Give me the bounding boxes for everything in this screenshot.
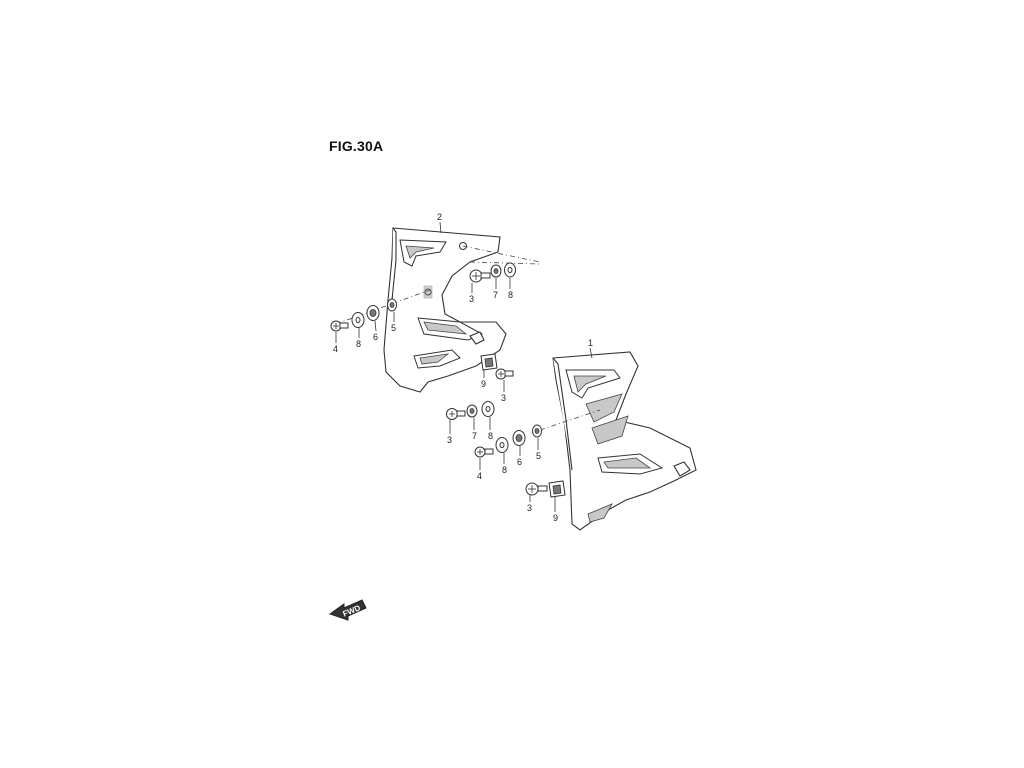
callout-part-3: 3 bbox=[447, 435, 452, 445]
callout-part-7: 7 bbox=[472, 431, 477, 441]
callout-part-9: 9 bbox=[553, 513, 558, 523]
fwd-label: FWD bbox=[341, 603, 361, 618]
callout-part-8: 8 bbox=[356, 339, 361, 349]
callout-part-2: 2 bbox=[437, 212, 442, 222]
callout-part-1: 1 bbox=[588, 338, 593, 348]
hardware-bottom bbox=[525, 480, 566, 498]
hardware-left bbox=[330, 298, 397, 332]
part-1-shroud bbox=[552, 351, 697, 531]
figure-title: FIG.30A bbox=[329, 138, 384, 154]
fwd-arrow-icon: FWD bbox=[328, 599, 367, 621]
callout-part-8: 8 bbox=[508, 290, 513, 300]
callout-part-6: 6 bbox=[373, 332, 378, 342]
hardware-upper-right bbox=[469, 262, 516, 283]
callout-part-4: 4 bbox=[477, 471, 482, 481]
callout-part-7: 7 bbox=[493, 290, 498, 300]
callout-part-8: 8 bbox=[502, 465, 507, 475]
callout-part-5: 5 bbox=[536, 451, 541, 461]
callout-part-3: 3 bbox=[469, 294, 474, 304]
callout-part-4: 4 bbox=[333, 344, 338, 354]
callout-part-3: 3 bbox=[501, 393, 506, 403]
callout-part-3: 3 bbox=[527, 503, 532, 513]
hardware-lower bbox=[474, 424, 542, 458]
callout-part-8: 8 bbox=[488, 431, 493, 441]
callout-part-9: 9 bbox=[481, 379, 486, 389]
leader-lines bbox=[335, 221, 593, 512]
callout-labels: 1 2 3 7 8 4 8 6 5 9 3 3 7 8 4 8 6 5 3 9 bbox=[333, 212, 593, 523]
hardware-middle bbox=[446, 401, 495, 420]
hardware-center bbox=[480, 353, 514, 380]
callout-part-5: 5 bbox=[391, 323, 396, 333]
callout-part-6: 6 bbox=[517, 457, 522, 467]
